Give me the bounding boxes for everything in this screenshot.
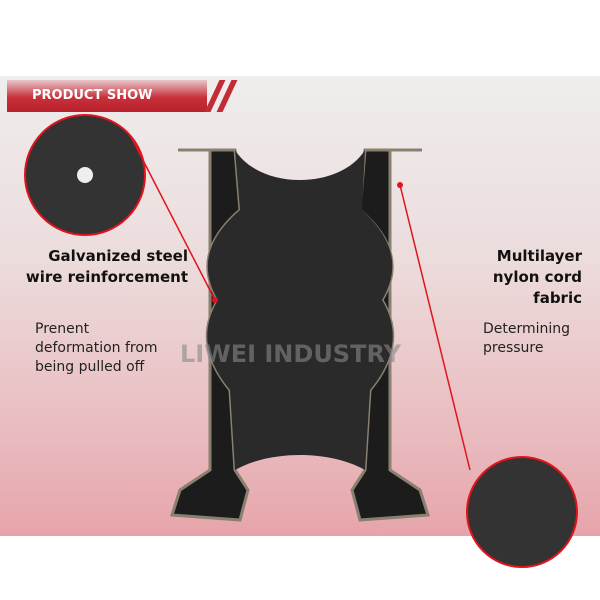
text: wire reinforcement (25, 268, 188, 286)
text: being pulled off (35, 359, 145, 375)
text: deformation from (35, 340, 158, 356)
text: Multilayer (496, 247, 582, 265)
left-label-title: Galvanized steel wire reinforcement (18, 246, 188, 288)
rubber-inner (207, 150, 393, 470)
text: Prenent (35, 321, 90, 337)
right-label-desc: Determining pressure (483, 320, 570, 358)
text: Galvanized steel (48, 247, 188, 265)
left-label-desc: Prenent deformation from being pulled of… (35, 320, 158, 377)
text: Determining (483, 321, 571, 337)
right-label-title: Multilayer nylon cord fabric (452, 246, 582, 309)
callout-line (129, 134, 216, 301)
section-banner: PRODUCT SHOW (7, 80, 207, 112)
detail-inset-nylon-cord (466, 456, 578, 568)
watermark: LIWEI INDUSTRY (180, 340, 402, 368)
callout-line (399, 184, 471, 471)
text: pressure (483, 340, 544, 356)
banner-title: PRODUCT SHOW (32, 88, 153, 103)
text: nylon cord fabric (492, 268, 582, 307)
